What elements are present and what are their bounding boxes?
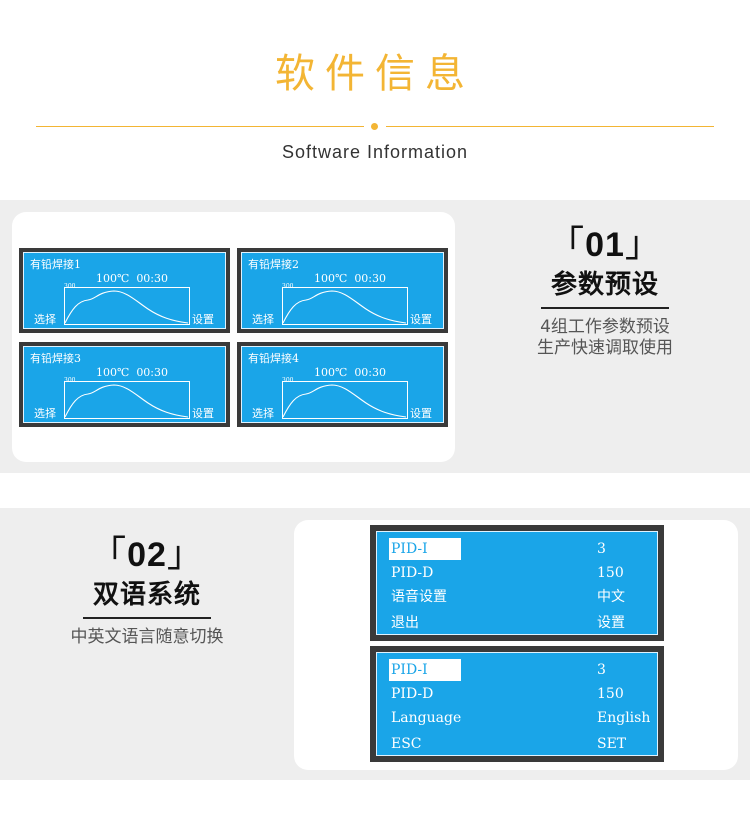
menu-row-value: 150 — [597, 686, 624, 702]
preset-screen: 有铅焊接2 100℃ 00:30 300 选择 设置 — [237, 248, 448, 333]
temperature-curve-graph — [64, 381, 190, 419]
preset-display: 有铅焊接3 100℃ 00:30 300 选择 设置 — [23, 346, 226, 423]
graph-ymax-label: 300 — [282, 283, 294, 290]
preset-display: 有铅焊接2 100℃ 00:30 300 选择 设置 — [241, 252, 444, 329]
feature-number: 「01」 — [505, 222, 705, 267]
preset-temp-time: 100℃ 00:30 — [314, 366, 387, 379]
section-title: 软件信息 — [275, 51, 475, 97]
menu-row-value: 3 — [597, 541, 606, 557]
menu-row-value: 设置 — [597, 615, 625, 631]
menu-row-value: SET — [597, 736, 627, 752]
menu-row[interactable]: ESC SET — [377, 733, 657, 755]
bracket-open: 「 — [548, 223, 586, 264]
preset-title: 有铅焊接3 — [30, 352, 81, 365]
preset-temp-time: 100℃ 00:30 — [96, 366, 169, 379]
title-divider-dot — [371, 123, 378, 130]
settings-softkey[interactable]: 设置 — [192, 313, 214, 326]
preset-temp-time: 100℃ 00:30 — [314, 272, 387, 285]
temperature-curve-graph — [64, 287, 190, 325]
settings-softkey[interactable]: 设置 — [410, 407, 432, 420]
select-softkey[interactable]: 选择 — [252, 407, 274, 420]
menu-row-value: 150 — [597, 565, 624, 581]
menu-row[interactable]: 语音设置 中文 — [377, 586, 657, 608]
settings-softkey[interactable]: 设置 — [410, 313, 432, 326]
title-divider-left — [36, 126, 364, 127]
preset-screen: 有铅焊接4 100℃ 00:30 300 选择 设置 — [237, 342, 448, 427]
graph-ymax-label: 300 — [64, 377, 76, 384]
menu-row-label: PID-I — [389, 659, 461, 681]
menu-row-label: 语音设置 — [391, 589, 447, 605]
preset-title: 有铅焊接1 — [30, 258, 81, 271]
menu-row-label: ESC — [391, 736, 422, 752]
feature-title: 参数预设 — [550, 270, 659, 300]
feature-title: 双语系统 — [92, 580, 201, 610]
menu-row-label: PID-I — [389, 538, 461, 560]
menu-row[interactable]: PID-I 3 — [377, 659, 657, 681]
feature-desc-line2: 生产快速调取使用 — [537, 338, 673, 358]
preset-title: 有铅焊接4 — [248, 352, 299, 365]
menu-row[interactable]: Language English — [377, 707, 657, 729]
graph-ymax-label: 300 — [64, 283, 76, 290]
bracket-close: 」 — [624, 223, 662, 264]
preset-display: 有铅焊接4 100℃ 00:30 300 选择 设置 — [241, 346, 444, 423]
preset-temp-time: 100℃ 00:30 — [96, 272, 169, 285]
title-divider-right — [386, 126, 714, 127]
menu-row-value: 3 — [597, 662, 606, 678]
settings-softkey[interactable]: 设置 — [192, 407, 214, 420]
feature-presets: 「01」 参数预设 4组工作参数预设 生产快速调取使用 — [505, 222, 705, 359]
menu-row-value: English — [597, 710, 651, 726]
feature-number-value: 01 — [585, 226, 625, 264]
feature-bilingual: 「02」 双语系统 中英文语言随意切换 — [42, 532, 252, 648]
graph-ymax-label: 300 — [282, 377, 294, 384]
temperature-curve-graph — [282, 381, 408, 419]
menu-row-label: PID-D — [391, 565, 434, 581]
menu-row-value: 中文 — [597, 589, 625, 605]
menu-row-label: Language — [391, 710, 462, 726]
feature-desc-line1: 4组工作参数预设 — [540, 317, 670, 337]
bracket-open: 「 — [90, 533, 128, 574]
feature-number-value: 02 — [127, 536, 167, 574]
feature-underline — [541, 307, 669, 309]
menu-row[interactable]: PID-D 150 — [377, 683, 657, 705]
feature-underline — [83, 617, 211, 619]
bracket-close: 」 — [166, 533, 204, 574]
select-softkey[interactable]: 选择 — [34, 407, 56, 420]
feature-number: 「02」 — [42, 532, 252, 577]
preset-screen: 有铅焊接3 100℃ 00:30 300 选择 设置 — [19, 342, 230, 427]
preset-title: 有铅焊接2 — [248, 258, 299, 271]
feature-desc: 中英文语言随意切换 — [70, 627, 224, 647]
preset-screen: 有铅焊接1 100℃ 00:30 300 选择 设置 — [19, 248, 230, 333]
menu-row-label: 退出 — [391, 615, 419, 631]
menu-row-label: PID-D — [391, 686, 434, 702]
menu-row[interactable]: PID-I 3 — [377, 538, 657, 560]
preset-display: 有铅焊接1 100℃ 00:30 300 选择 设置 — [23, 252, 226, 329]
menu-row[interactable]: 退出 设置 — [377, 612, 657, 634]
select-softkey[interactable]: 选择 — [34, 313, 56, 326]
section-subtitle: Software Information — [281, 142, 469, 162]
temperature-curve-graph — [282, 287, 408, 325]
menu-row[interactable]: PID-D 150 — [377, 562, 657, 584]
select-softkey[interactable]: 选择 — [252, 313, 274, 326]
